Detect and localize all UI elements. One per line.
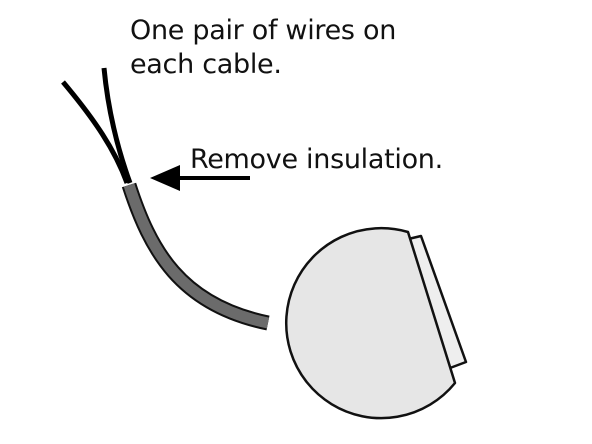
arrow-head <box>150 165 180 191</box>
earbud-body <box>284 226 457 420</box>
wires-label-line2: each cable. <box>130 49 282 80</box>
wires-label-line1: One pair of wires on <box>130 15 397 46</box>
wires-label: One pair of wires on each cable. <box>130 14 396 82</box>
wire-right <box>101 67 133 184</box>
cable-jacket-fill <box>123 183 270 329</box>
cable-jacket <box>121 182 270 331</box>
insulation-label: Remove insulation. <box>190 144 443 175</box>
wire-left <box>61 80 130 184</box>
